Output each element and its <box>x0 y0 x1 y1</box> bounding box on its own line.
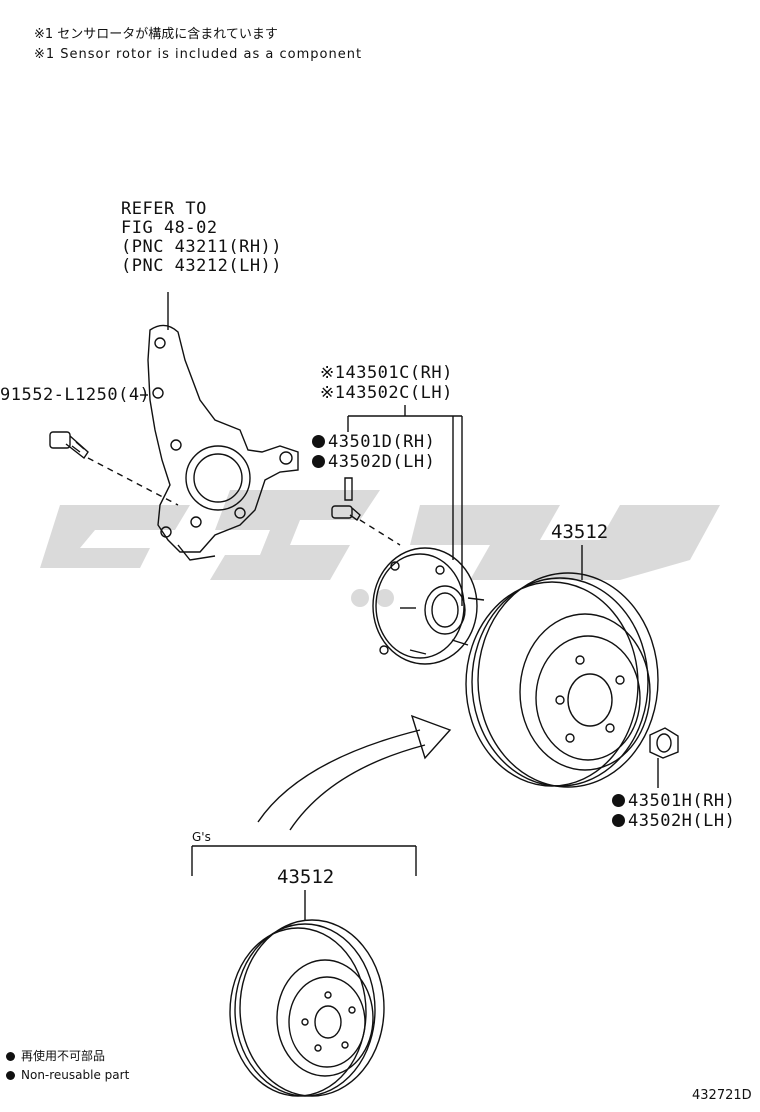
gs-bracket <box>191 845 417 876</box>
refer-line-1: REFER TO <box>121 199 207 219</box>
part-label-disc-alt: 43512 <box>277 866 335 888</box>
curved-arrow <box>257 714 452 831</box>
non-reusable-dot-icon <box>612 814 625 827</box>
part-label-stud-rh: 43501D(RH) <box>312 433 435 452</box>
hub-bearing <box>372 547 485 665</box>
part-label-bolt: 91552-L1250(4) <box>0 385 151 405</box>
dashed-bolt-axis <box>87 457 179 506</box>
note-en: ※1 Sensor rotor is included as a compone… <box>34 47 363 62</box>
brake-disc-main <box>465 572 659 788</box>
part-label-stud-lh: 43502D(LH) <box>312 453 435 472</box>
legend-jp: 再使用不可部品 <box>6 1048 105 1064</box>
non-reusable-dot-icon <box>612 794 625 807</box>
figure-id: 432721D <box>692 1088 752 1103</box>
refer-line-3: (PNC 43211(RH)) <box>121 237 283 257</box>
part-label-nut-lh: 43502H(LH) <box>612 812 735 831</box>
legend-en-text: Non-reusable part <box>21 1068 130 1082</box>
part-label-hub-rh: ※143501C(RH) <box>320 363 453 383</box>
legend-en: Non-reusable part <box>6 1067 129 1083</box>
legend-jp-text: 再使用不可部品 <box>21 1049 106 1063</box>
stud-rh-text: 43501D(RH) <box>328 432 436 452</box>
nut-lh-text: 43502H(LH) <box>628 811 736 831</box>
nut-rh-text: 43501H(RH) <box>628 791 736 811</box>
part-label-disc-main: 43512 <box>551 521 609 543</box>
hub-nut <box>649 727 679 759</box>
part-label-nut-rh: 43501H(RH) <box>612 792 735 811</box>
watermark-logo <box>40 490 720 607</box>
hub-stud <box>331 477 361 522</box>
non-reusable-dot-icon <box>312 435 325 448</box>
non-reusable-dot-icon <box>6 1052 15 1061</box>
non-reusable-dot-icon <box>6 1071 15 1080</box>
dashed-stud-axis <box>359 519 401 546</box>
part-label-hub-lh: ※143502C(LH) <box>320 383 453 403</box>
note-jp: ※1 センサロータが構成に含まれています <box>34 27 278 42</box>
steering-knuckle <box>147 324 299 561</box>
refer-line-4: (PNC 43212(LH)) <box>121 256 283 276</box>
hub-bracket <box>347 405 463 606</box>
variant-label: G's <box>192 830 211 844</box>
brake-disc-alt <box>229 919 385 1097</box>
non-reusable-dot-icon <box>312 455 325 468</box>
refer-line-2: FIG 48-02 <box>121 218 218 238</box>
stud-lh-text: 43502D(LH) <box>328 452 436 472</box>
bolt-91552 <box>49 431 89 460</box>
